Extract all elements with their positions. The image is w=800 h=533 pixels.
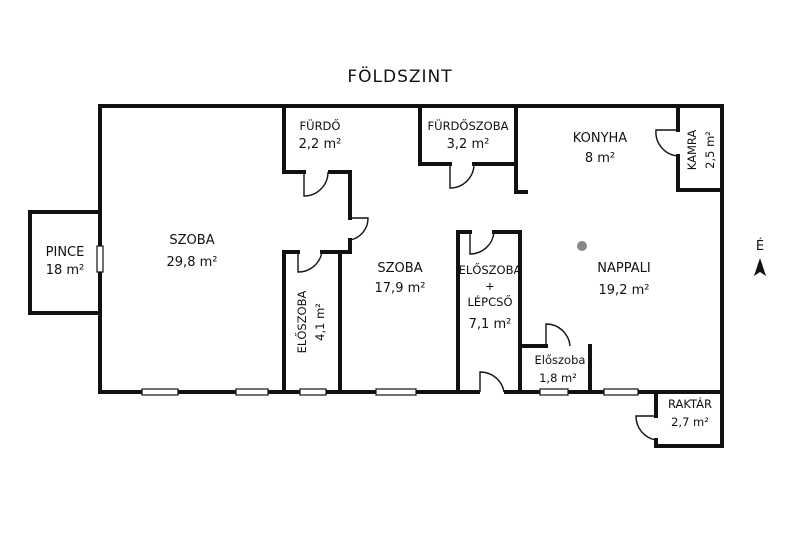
small-eloszoba-name: Előszoba — [535, 353, 586, 367]
pince-wall — [28, 210, 102, 315]
konyha-wall — [514, 162, 528, 194]
furdo-wall-right — [328, 170, 352, 220]
small-eloszoba-area: 1,8 m² — [539, 371, 577, 385]
eloszoba1-name: ELŐSZOBA — [294, 291, 309, 354]
raktar-area: 2,7 m² — [671, 415, 709, 429]
door-eloszoba1 — [297, 251, 323, 273]
raktar-name: RAKTÁR — [668, 396, 712, 411]
nappali-area: 19,2 m² — [599, 283, 650, 298]
window-szoba2 — [375, 388, 417, 396]
window-nappali-a — [539, 388, 569, 396]
szoba2-area: 17,9 m² — [375, 281, 426, 296]
furdoszoba-wall — [418, 104, 452, 166]
furdo-wall — [282, 104, 306, 174]
marker-dot — [577, 241, 587, 251]
door-kamra — [655, 129, 679, 157]
szoba-divider — [338, 238, 352, 394]
door-furdoszoba — [449, 163, 475, 189]
eloszoba-lepcso-top-right — [492, 230, 522, 394]
kamra-area: 2,5 m² — [703, 131, 717, 169]
pince-area: 18 m² — [46, 263, 85, 278]
window-pince — [96, 245, 104, 273]
window-nappali-b — [603, 388, 639, 396]
floor-title: FÖLDSZINT — [347, 65, 452, 87]
eloszoba-lepcso-name-1: ELŐSZOBA — [459, 262, 522, 277]
furdoszoba-wall-right — [472, 104, 518, 166]
szoba2-name: SZOBA — [377, 261, 422, 276]
szoba1-name: SZOBA — [169, 233, 214, 248]
kamra-name: KAMRA — [685, 130, 699, 171]
door-szoba1 — [349, 217, 369, 241]
furdo-area: 2,2 m² — [299, 137, 342, 152]
raktar-wall-lower — [654, 390, 724, 448]
eloszoba-lepcso-area: 7,1 m² — [469, 317, 512, 332]
eloszoba1-area: 4,1 m² — [313, 303, 327, 341]
eloszoba-lepcso-name-3: LÉPCSŐ — [468, 294, 513, 309]
szoba1-area: 29,8 m² — [167, 255, 218, 270]
furdoszoba-area: 3,2 m² — [447, 137, 490, 152]
nappali-name: NAPPALI — [597, 261, 650, 276]
door-raktar — [635, 415, 657, 441]
konyha-name: KONYHA — [573, 131, 627, 146]
window-szoba1-a — [141, 388, 179, 396]
pince-name: PINCE — [46, 245, 85, 260]
window-eloszoba1 — [299, 388, 327, 396]
window-szoba1-b — [235, 388, 269, 396]
north-label: É — [756, 238, 764, 254]
kamra-wall-lower — [676, 154, 724, 192]
furdo-name: FÜRDŐ — [300, 117, 341, 133]
konyha-area: 8 m² — [585, 151, 615, 166]
door-entrance — [479, 371, 505, 393]
door-eloszoba-lepcso — [469, 231, 495, 255]
door-small-eloszoba — [545, 323, 571, 347]
furdoszoba-name: FÜRDŐSZOBA — [428, 117, 509, 133]
north-arrow-icon — [754, 258, 766, 276]
door-furdo — [303, 171, 329, 197]
eloszoba-lepcso-name-2: + — [485, 279, 495, 293]
